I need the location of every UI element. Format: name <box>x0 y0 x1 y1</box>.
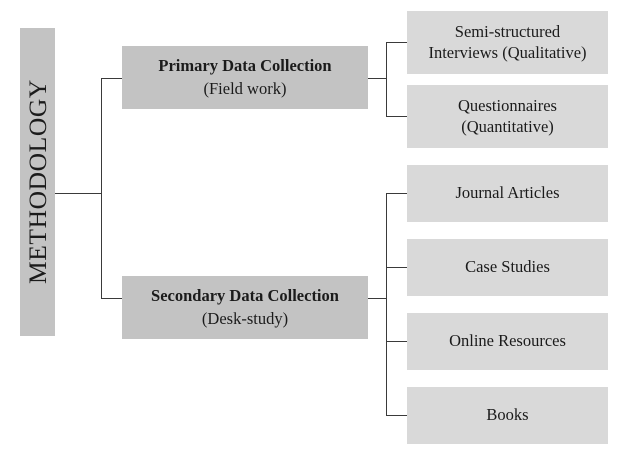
branch-node-secondary-subtitle: (Desk-study) <box>201 309 289 328</box>
connector-to-primary <box>101 78 123 79</box>
leaf-node-semi-structured-interviews-line2: Interviews (Qualitative) <box>428 43 587 62</box>
connector-root-stem <box>55 193 102 194</box>
connector-primary-child-2 <box>386 116 408 117</box>
leaf-node-semi-structured-interviews[interactable]: Semi-structured Interviews (Qualitative) <box>407 11 608 74</box>
branch-node-primary-title: Primary Data Collection <box>158 55 332 75</box>
connector-primary-child-1 <box>386 42 408 43</box>
leaf-node-questionnaires-line2: (Quantitative) <box>461 117 554 136</box>
leaf-node-books-line1: Books <box>486 405 529 425</box>
leaf-node-case-studies-line1: Case Studies <box>465 257 550 277</box>
branch-node-primary[interactable]: Primary Data Collection (Field work) <box>122 46 368 109</box>
leaf-node-journal-articles-line1: Journal Articles <box>455 183 560 203</box>
connector-secondary-child-4 <box>386 415 408 416</box>
branch-node-primary-subtitle: (Field work) <box>203 79 287 98</box>
connector-root-spine <box>101 78 102 299</box>
leaf-node-online-resources[interactable]: Online Resources <box>407 313 608 370</box>
root-node-label: METHODOLOGY <box>22 79 52 285</box>
connector-secondary-child-3 <box>386 341 408 342</box>
leaf-node-semi-structured-interviews-line1: Semi-structured <box>454 21 561 41</box>
leaf-node-questionnaires[interactable]: Questionnaires (Quantitative) <box>407 85 608 148</box>
connector-primary-stem <box>368 78 387 79</box>
leaf-node-online-resources-line1: Online Resources <box>449 331 566 351</box>
branch-node-secondary[interactable]: Secondary Data Collection (Desk-study) <box>122 276 368 339</box>
connector-primary-spine <box>386 42 387 116</box>
connector-secondary-spine <box>386 193 387 415</box>
leaf-node-books[interactable]: Books <box>407 387 608 444</box>
connector-to-secondary <box>101 298 123 299</box>
leaf-node-case-studies[interactable]: Case Studies <box>407 239 608 296</box>
branch-node-secondary-title: Secondary Data Collection <box>151 285 339 305</box>
connector-secondary-stem <box>368 298 387 299</box>
connector-secondary-child-2 <box>386 267 408 268</box>
root-node-methodology[interactable]: METHODOLOGY <box>20 28 55 336</box>
leaf-node-questionnaires-line1: Questionnaires <box>458 95 557 115</box>
leaf-node-journal-articles[interactable]: Journal Articles <box>407 165 608 222</box>
connector-secondary-child-1 <box>386 193 408 194</box>
